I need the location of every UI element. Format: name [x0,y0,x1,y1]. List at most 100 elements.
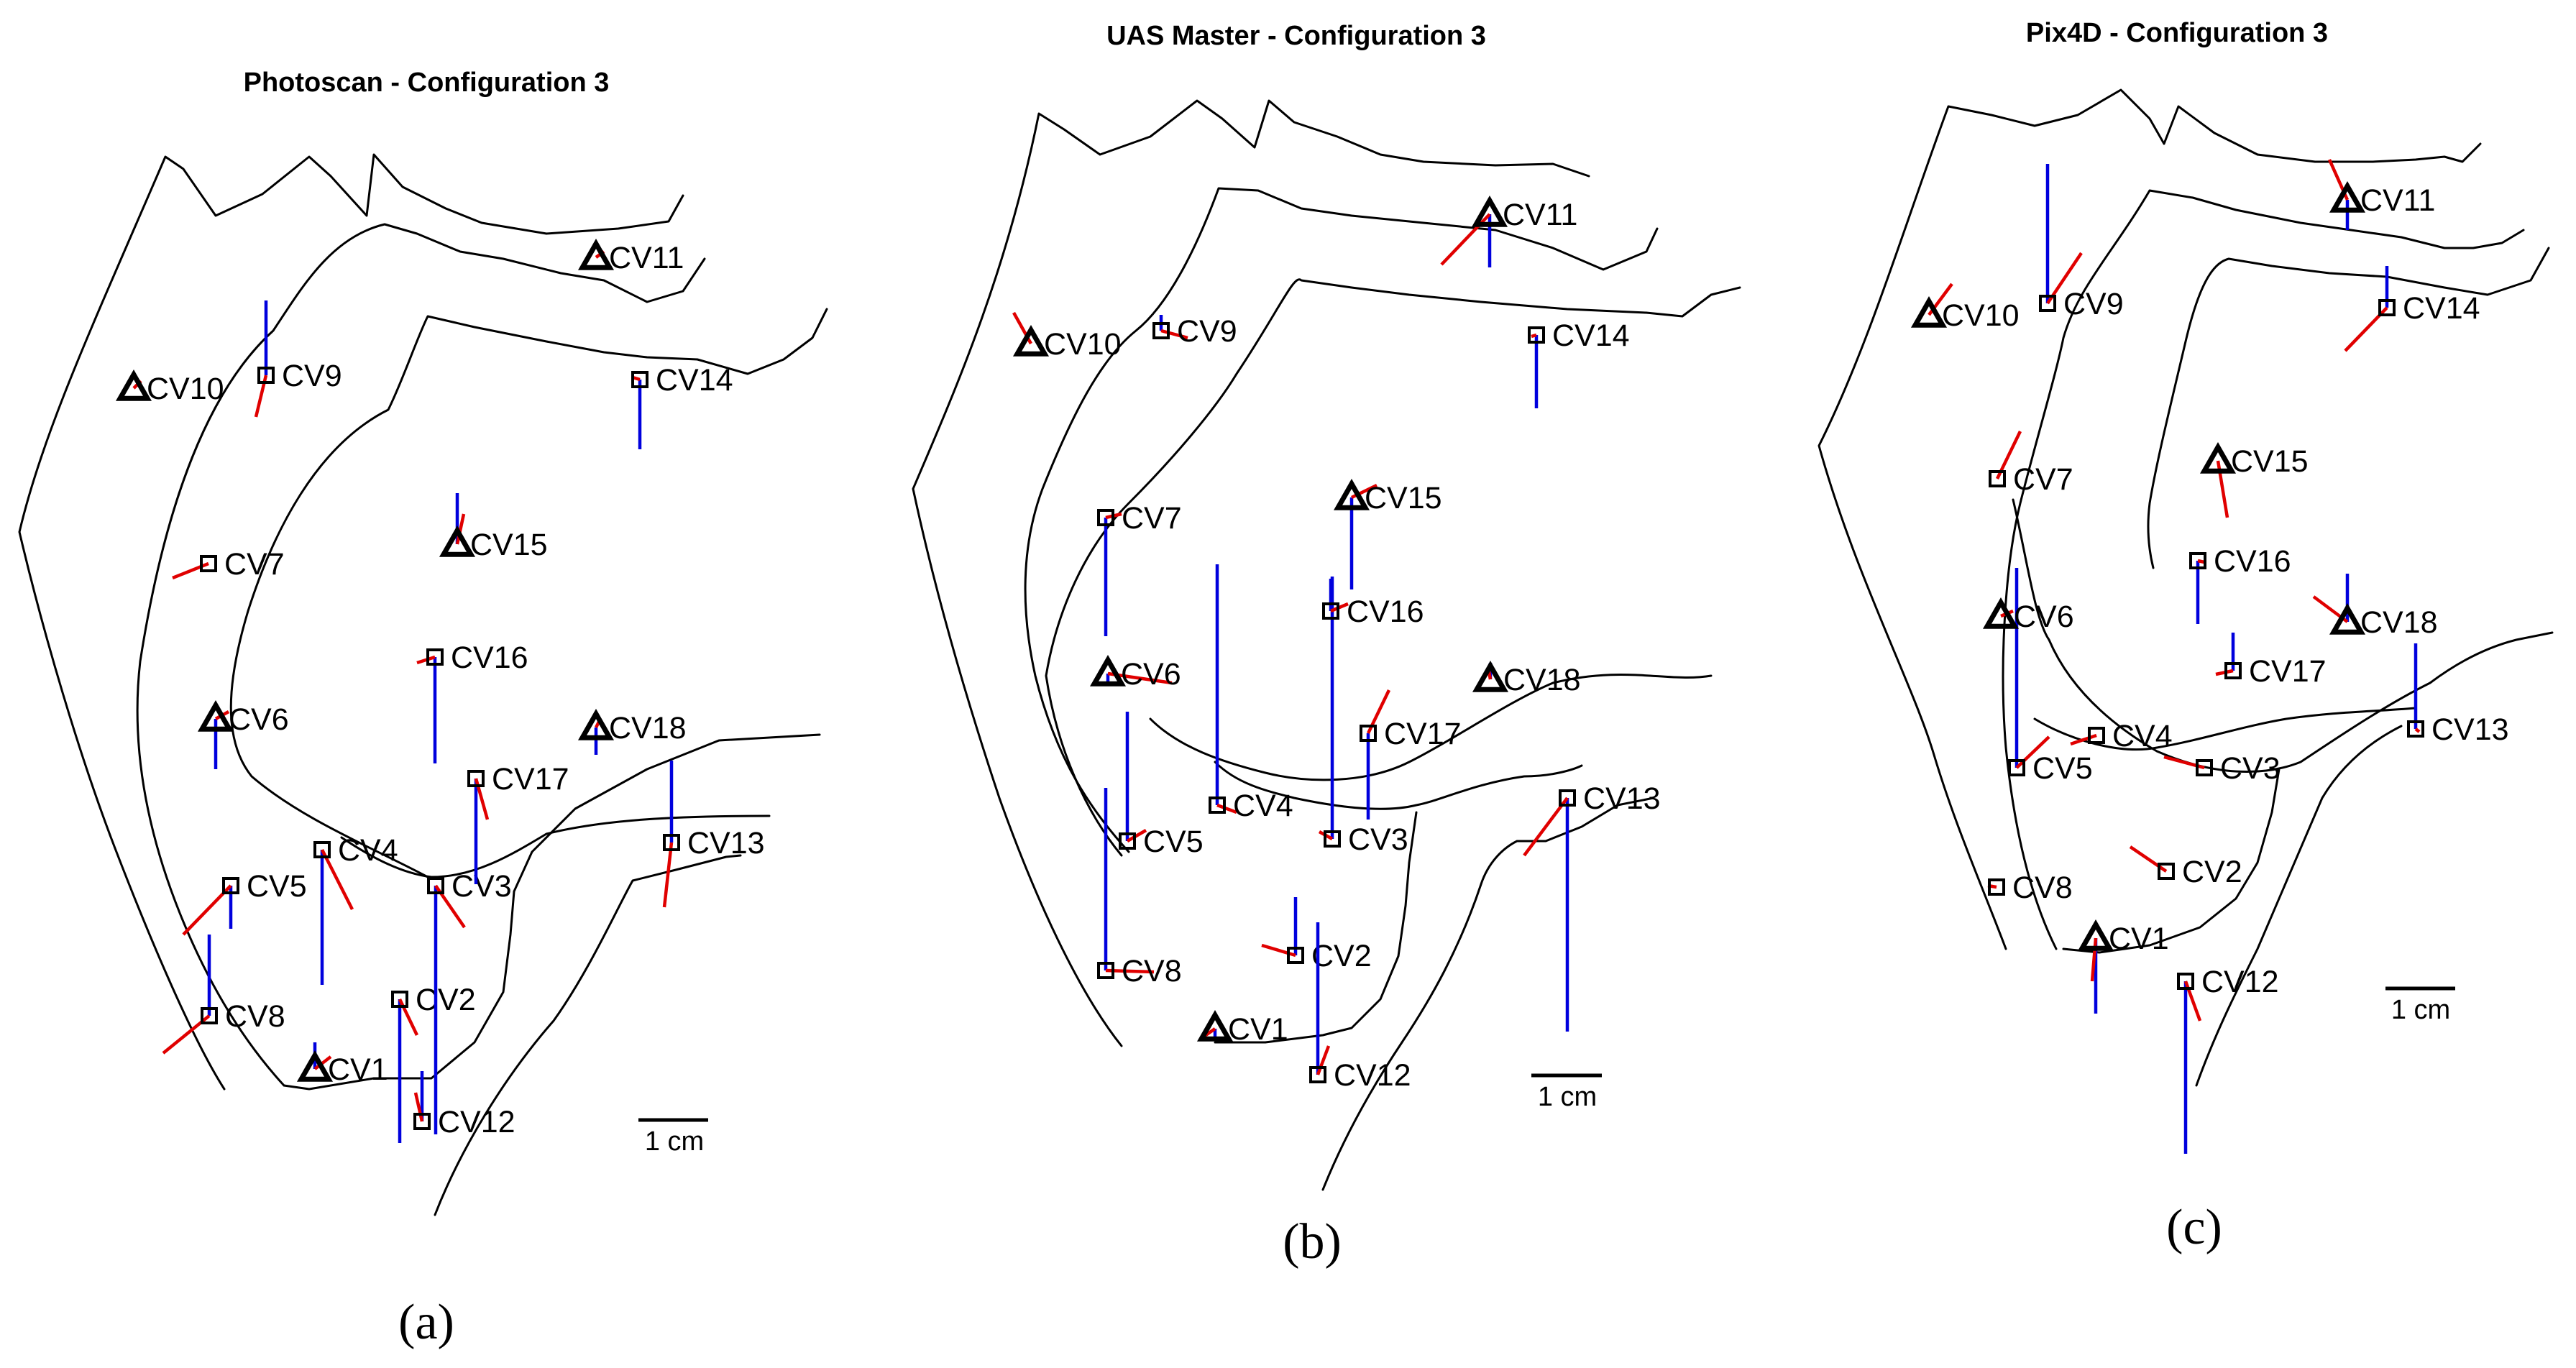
square-marker-icon [1324,830,1341,848]
horizontal-error-vector [1440,213,1491,266]
horizontal-error-vector [1523,797,1569,857]
control-point-cv18: CV18 [577,708,687,755]
triangle-marker-icon [2077,919,2114,951]
horizontal-error-vector [413,1092,424,1122]
contour-line [340,814,771,878]
horizontal-error-vector [1160,329,1188,340]
contour-line [1321,797,1655,1191]
triangle-marker-icon [1982,597,2020,629]
scale-bar-label: 1 cm [2391,995,2450,1025]
scale-bar-label: 1 cm [1538,1082,1597,1112]
triangle-marker-icon [2199,441,2237,474]
panel-c: Pix4D - Configuration 3 CV1CV2CV3CV4CV5C… [1818,18,2554,1255]
panel-a-title: Photoscan - Configuration 3 [244,68,610,98]
control-point-cv6: CV6 [1089,654,1181,692]
control-point-cv10: CV10 [1910,283,2020,333]
control-point-label: CV17 [492,762,569,797]
control-point-cv17: CV17 [2215,633,2327,689]
panel-c-contours [1818,88,2554,1087]
control-point-label: CV6 [229,702,289,737]
control-point-cv11: CV11 [2327,159,2435,230]
control-point-label: CV8 [225,999,285,1034]
control-point-label: CV13 [2431,712,2509,747]
control-point-label: CV8 [1122,954,1182,988]
control-point-cv17: CV17 [467,762,569,884]
control-point-cv2: CV2 [391,983,476,1143]
horizontal-error-vector [2197,559,2205,564]
square-marker-icon [2224,662,2242,679]
control-point-label: CV3 [452,869,512,904]
horizontal-error-vector [2129,845,2168,873]
control-point-cv14: CV14 [631,363,733,449]
square-marker-icon [313,841,331,858]
control-point-label: CV9 [282,359,342,393]
square-marker-icon [631,371,648,388]
control-point-cv1: CV1 [1196,1009,1288,1047]
triangle-marker-icon [1089,654,1127,687]
control-point-label: CV10 [1942,298,2020,333]
control-point-label: CV4 [2112,719,2173,753]
control-point-cv8: CV8 [1987,871,2073,905]
control-point-cv11: CV11 [577,238,684,275]
square-marker-icon [1360,725,1377,742]
panel-b: UAS Master - Configuration 3 CV1CV2CV3CV… [912,21,1741,1270]
control-point-label: CV11 [609,241,684,275]
control-point-cv8: CV8 [1097,788,1182,988]
control-point-cv10: CV10 [1012,311,1122,362]
contour-line [2002,189,2525,950]
panel-a: Photoscan - Configuration 3 CV1CV2CV3CV4… [18,68,828,1350]
horizontal-error-vector [416,655,436,665]
control-point-label: CV11 [1503,198,1577,232]
square-marker-icon [2158,863,2175,880]
control-point-cv7: CV7 [172,547,285,582]
contour-line [912,99,1590,1047]
square-marker-icon [2189,552,2206,569]
square-marker-icon [1287,947,1304,964]
control-point-label: CV18 [2360,605,2438,640]
control-point-label: CV2 [1311,939,1372,973]
control-point-cv14: CV14 [1528,318,1630,408]
control-point-label: CV3 [2220,751,2281,786]
panel-b-scale: 1 cm [1531,1073,1602,1112]
control-point-cv2: CV2 [2129,845,2242,889]
control-point-label: CV9 [1177,314,1237,349]
control-point-label: CV15 [2231,444,2309,479]
square-marker-icon [426,648,444,666]
panel-a-letter: (a) [398,1295,454,1350]
contour-line [1024,187,1659,853]
triangle-marker-icon [1333,478,1370,510]
square-marker-icon [2407,720,2424,738]
triangle-marker-icon [1910,295,1948,328]
horizontal-error-vector [662,842,674,908]
triangle-marker-icon [1471,195,1508,227]
control-point-label: CV15 [1365,481,1442,515]
control-point-label: CV5 [247,869,307,904]
square-marker-icon [1528,326,1545,344]
triangle-marker-icon [2329,602,2366,635]
square-marker-icon [1559,789,1576,807]
square-marker-icon [201,1007,218,1024]
contour-line [1818,88,2482,950]
control-point-label: CV14 [2403,291,2480,326]
control-point-cv11: CV11 [1440,195,1577,267]
square-marker-icon [1322,602,1339,620]
square-marker-icon [1097,509,1114,526]
panel-a-scale: 1 cm [638,1118,708,1157]
control-point-cv5: CV5 [1119,712,1204,859]
horizontal-error-vector [320,848,354,911]
control-point-label: CV7 [2013,462,2073,497]
triangle-marker-icon [197,699,234,732]
panel-c-points: CV1CV2CV3CV4CV5CV6CV7CV8CV9CV10CV11CV12C… [1910,159,2509,1154]
triangle-marker-icon [115,369,152,401]
control-point-label: CV13 [1583,781,1661,816]
control-point-cv13: CV13 [2407,643,2509,747]
control-point-label: CV9 [2063,287,2124,321]
control-point-cv14: CV14 [2344,266,2480,352]
triangle-marker-icon [2329,180,2366,213]
panel-a-points: CV1CV2CV3CV4CV5CV6CV7CV8CV9CV10CV11CV12C… [115,238,765,1143]
square-marker-icon [427,877,444,894]
control-point-label: CV12 [1334,1058,1411,1093]
control-point-cv12: CV12 [1309,922,1411,1093]
horizontal-error-vector [313,1055,332,1070]
